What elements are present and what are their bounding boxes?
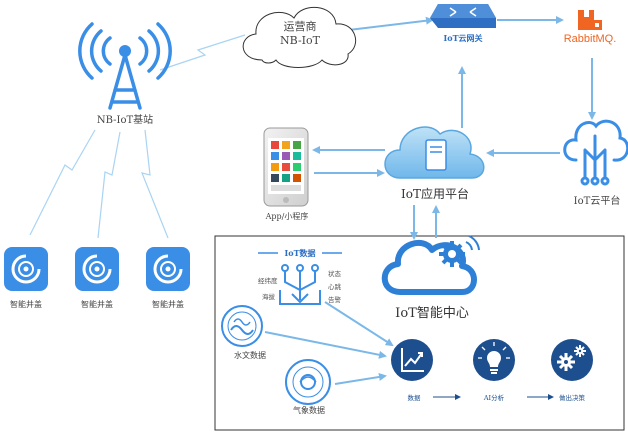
seal-icon: [221, 305, 263, 347]
manhole-icon: [75, 247, 119, 291]
chart-icon: [391, 339, 433, 381]
operator-label-line1: 运营商: [283, 20, 317, 33]
tree-circuit-icon: [563, 119, 628, 186]
rabbitmq-label: RabbitMQ.: [563, 33, 617, 45]
sensor-status-label: 状态: [328, 270, 341, 278]
sensor-altitude-label: 海拔: [262, 293, 275, 301]
weather-label: 气象数据: [293, 406, 325, 415]
signal-tower-icon: [78, 22, 172, 110]
data-network-icon: [279, 264, 321, 305]
hydrology-label: 水文数据: [234, 351, 266, 360]
switch-icon: [430, 4, 496, 28]
app-platform-label: IoT应用平台: [401, 187, 469, 201]
sensor-heartbeat-label: 心跳: [328, 283, 341, 291]
step-ai-label: AI分析: [483, 394, 505, 402]
wireless-links: [29, 34, 246, 239]
gear-cloud-icon: [381, 235, 480, 295]
phone-icon: [263, 127, 309, 207]
gears-icon: [551, 339, 593, 381]
step-decision-label: 做出决策: [559, 394, 585, 402]
manhole-label-3: 智能井盖: [152, 300, 184, 309]
manhole-label-1: 智能井盖: [10, 300, 42, 309]
iot-data-label: IoT数据: [284, 248, 316, 258]
base-station-label: NB-IoT基站: [96, 115, 154, 126]
manhole-icon: [4, 247, 48, 291]
seal-icon: [285, 359, 331, 405]
sensor-latlon-label: 经纬度: [258, 277, 278, 285]
smart-center-label: IoT智能中心: [395, 306, 469, 321]
server-cloud-icon: [384, 126, 485, 179]
rabbitmq-icon: [578, 10, 602, 30]
gateway-label: IoT云网关: [443, 33, 483, 43]
sensor-alarm-label: 告警: [328, 296, 341, 304]
smart-center-frame: [214, 235, 625, 431]
bulb-icon: [473, 339, 515, 381]
manhole-icon: [146, 247, 190, 291]
manhole-label-2: 智能井盖: [81, 300, 113, 309]
cloud-platform-label: IoT云平台: [573, 196, 621, 207]
operator-label-line2: NB-IoT: [280, 34, 320, 47]
app-label: App/小程序: [265, 212, 309, 221]
step-data-label: 数据: [407, 394, 421, 402]
operator-cloud-icon: [242, 6, 357, 68]
